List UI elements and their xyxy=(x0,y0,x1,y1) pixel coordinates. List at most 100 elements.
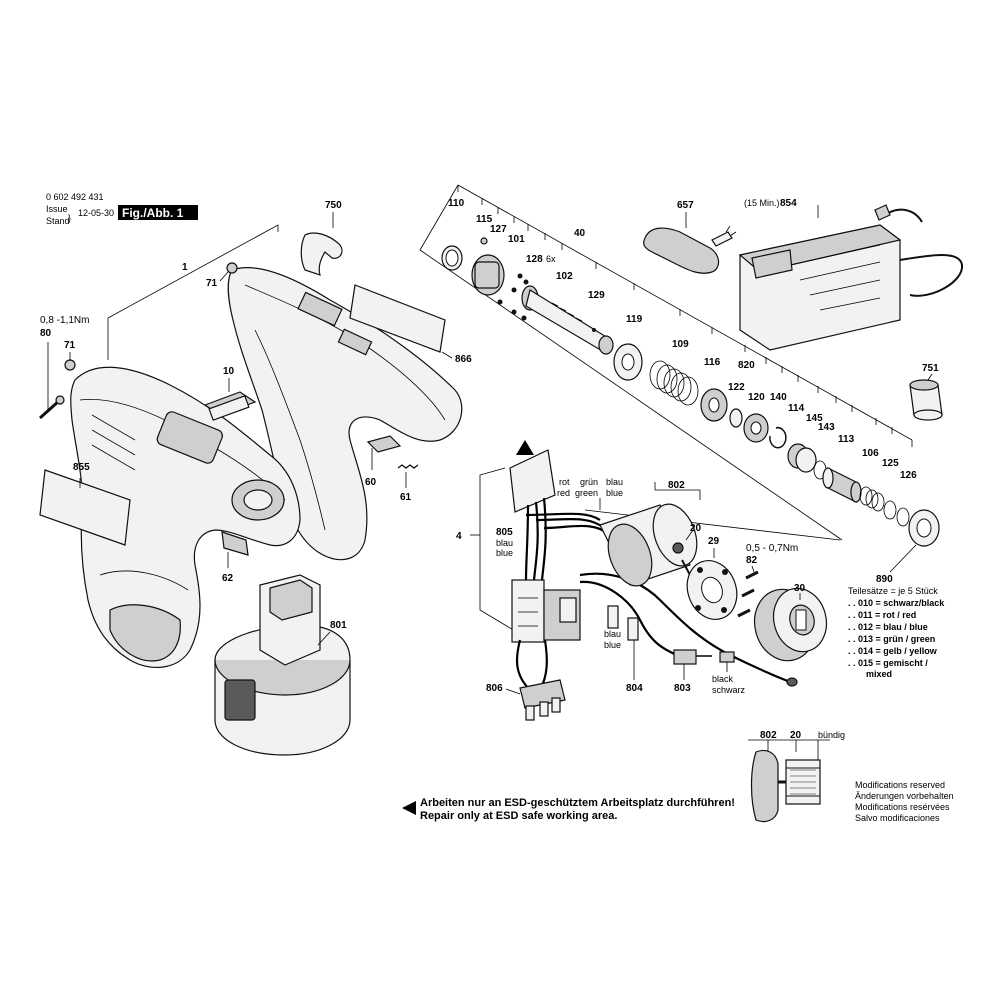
callout-30: 30 xyxy=(794,583,806,594)
group-frame-line xyxy=(107,224,279,319)
housing-group xyxy=(38,212,463,756)
bearing-127 xyxy=(471,254,505,296)
callout-854: 854 xyxy=(780,198,797,209)
leader-ticks xyxy=(457,185,913,447)
motor-802 xyxy=(599,503,698,587)
figure-badge: Fig./Abb. 1 xyxy=(122,206,184,220)
detail-motor-802 xyxy=(750,749,779,823)
detail-flush-label: bündig xyxy=(818,730,845,740)
callout-61: 61 xyxy=(400,492,412,503)
callout-805: 805 xyxy=(496,527,513,538)
ball-115 xyxy=(480,237,488,245)
callout-120: 120 xyxy=(748,392,765,403)
callout-127: 127 xyxy=(490,224,507,235)
gear-housing-30 xyxy=(753,587,828,662)
housing-callouts: 1 71 0,8 -1,1Nm 80 71 750 866 10 60 61 8… xyxy=(40,200,472,631)
circlip-140 xyxy=(769,426,787,449)
lock-slide-62 xyxy=(221,531,249,556)
modification-line: Salvo modificaciones xyxy=(855,813,940,823)
parts-set-item: . . 013 = grün / green xyxy=(848,634,935,644)
connector-804 xyxy=(627,617,639,641)
warning-line-en: Repair only at ESD safe working area. xyxy=(420,810,617,822)
detail-gear-20 xyxy=(785,759,821,805)
drive-callouts: 110 115 127 101 128 6x 40 102 129 119 10… xyxy=(448,198,917,585)
modification-line: Modifications resérvées xyxy=(855,802,950,812)
callout-29: 29 xyxy=(708,536,720,547)
callout-109: 109 xyxy=(672,339,689,350)
callout-113: 113 xyxy=(838,434,855,445)
warning-line-de: Arbeiten nur an ESD-geschütztem Arbeitsp… xyxy=(420,797,735,809)
callout-1: 1 xyxy=(182,262,188,273)
callout-60: 60 xyxy=(365,477,377,488)
charger-854 xyxy=(738,204,964,351)
callout-71-top: 71 xyxy=(206,278,218,289)
parts-sets-title: Teilesätze = je 5 Stück xyxy=(848,586,938,596)
torque-82: 0,5 - 0,7Nm xyxy=(746,543,798,554)
spring-106 xyxy=(859,486,885,512)
modification-line: Änderungen vorbehalten xyxy=(855,791,954,801)
washer-119 xyxy=(613,343,643,381)
warning-arrow-icon xyxy=(402,801,416,815)
detail-callout-20: 20 xyxy=(790,730,802,741)
callout-750: 750 xyxy=(325,200,342,211)
callout-119: 119 xyxy=(626,314,643,325)
callout-145: 145 xyxy=(806,413,823,424)
modification-line: Modifications reserved xyxy=(855,780,945,790)
parts-set-item: . . 014 = gelb / yellow xyxy=(848,646,938,656)
callout-751: 751 xyxy=(922,363,939,374)
accessory-callouts: 657 (15 Min.) 854 751 xyxy=(677,198,939,374)
wire-label-blau: blau xyxy=(606,477,623,487)
wire-label-black: black xyxy=(712,674,734,684)
callout-129: 129 xyxy=(588,290,605,301)
parts-set-item: . . 011 = rot / red xyxy=(848,610,916,620)
drive-assembly xyxy=(419,184,940,573)
bushing-114 xyxy=(787,443,817,473)
pcb-805 xyxy=(509,449,556,513)
callout-140: 140 xyxy=(770,392,787,403)
callout-804: 804 xyxy=(626,683,643,694)
ring-125 xyxy=(883,500,897,520)
callout-115: 115 xyxy=(476,214,493,225)
label-plate-855 xyxy=(39,469,131,546)
cap-751 xyxy=(909,379,943,421)
wire-label-blue-804: blue xyxy=(604,640,621,650)
screw-71-top xyxy=(226,262,238,274)
torque-80: 0,8 -1,1Nm xyxy=(40,315,89,326)
bit-657 xyxy=(643,225,737,274)
issue-label: Issue xyxy=(46,204,68,214)
callout-890: 890 xyxy=(876,574,893,585)
accessories xyxy=(643,204,964,421)
parts-sets-legend: Teilesätze = je 5 Stück . . 010 = schwar… xyxy=(848,586,945,679)
callout-866: 866 xyxy=(455,354,472,365)
callout-116: 116 xyxy=(704,357,721,368)
detail-callout-802: 802 xyxy=(760,730,777,741)
wire-label-schwarz: schwarz xyxy=(712,685,746,695)
connector-806 xyxy=(519,679,566,721)
screw-71-side xyxy=(64,359,76,371)
callout-657: 657 xyxy=(677,200,694,211)
callout-101: 101 xyxy=(508,234,525,245)
switch-module-4 xyxy=(511,579,581,643)
callout-40: 40 xyxy=(574,228,586,239)
callout-20: 20 xyxy=(690,523,702,534)
gear-plate-29 xyxy=(686,560,738,620)
parts-set-item: mixed xyxy=(866,669,892,679)
connector-blue-wire xyxy=(607,605,619,629)
connector-black-wire xyxy=(719,651,735,663)
spindle-102 xyxy=(521,285,614,355)
esd-triangle-icon xyxy=(516,440,534,455)
wire-label-blue-805: blue xyxy=(496,548,513,558)
wire-label-blau-804: blau xyxy=(604,629,621,639)
callout-110: 110 xyxy=(448,198,465,209)
screws-82 xyxy=(737,570,759,618)
callout-71-side: 71 xyxy=(64,340,76,351)
callout-128-qty: 6x xyxy=(546,254,556,264)
modifications-note: Modifications reserved Änderungen vorbeh… xyxy=(855,780,954,823)
wire-label-blau-805: blau xyxy=(496,538,513,548)
callout-62: 62 xyxy=(222,573,234,584)
charge-time: (15 Min.) xyxy=(744,198,780,208)
callout-806: 806 xyxy=(486,683,503,694)
balls-128 xyxy=(497,273,529,321)
callout-4: 4 xyxy=(456,531,462,542)
